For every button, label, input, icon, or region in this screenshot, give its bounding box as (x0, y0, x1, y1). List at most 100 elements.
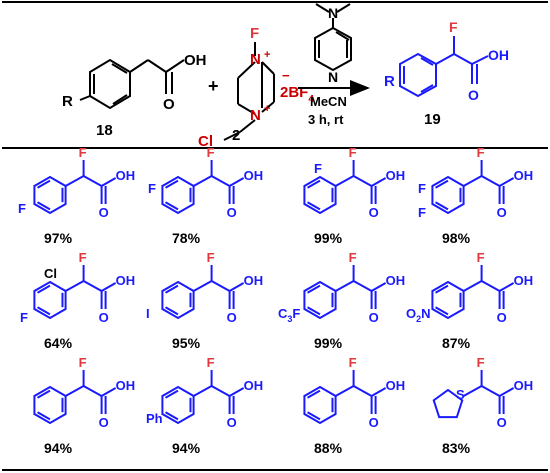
yield-label: 95% (172, 335, 201, 351)
substrate-cell: F OH O O2N 87% (406, 250, 533, 351)
carbonyl-oxygen: O (99, 310, 109, 325)
substituent-label-2: F (20, 310, 28, 325)
carbonyl-oxygen: O (227, 310, 237, 325)
hydroxyl: OH (116, 168, 136, 183)
carbonyl-oxygen: O (369, 415, 379, 430)
reagent-18 (79, 58, 185, 110)
alpha-fluorine: F (349, 145, 357, 160)
plus-sign: + (208, 76, 219, 96)
carbonyl-oxygen: O (227, 415, 237, 430)
substituent-label: F (314, 161, 322, 176)
hydroxyl: OH (514, 168, 534, 183)
hydroxyl: OH (514, 273, 534, 288)
substrate-skeleton (33, 265, 117, 320)
substrate-skeleton (33, 370, 117, 425)
hydroxyl: OH (116, 273, 136, 288)
alpha-fluorine: F (207, 250, 215, 265)
yield-label: 98% (442, 230, 471, 246)
substrate-skeleton (161, 370, 245, 425)
dmap-n-ring: N (328, 69, 338, 85)
reagent-2-cl: Cl (198, 133, 213, 150)
reagent-2 (223, 42, 275, 141)
yield-label: 94% (44, 440, 73, 456)
alpha-fluorine: F (207, 145, 215, 160)
substituent-label: I (146, 306, 150, 321)
substituent-label: F (418, 181, 426, 196)
yield-label: 87% (442, 335, 471, 351)
substituent-label: O2N (406, 306, 431, 324)
substrate-grid: FOHOF97%FOHOF78%FOHOF99%FOHOFF98%FOHOClF… (18, 145, 533, 456)
yield-label: 99% (314, 230, 343, 246)
substrate-skeleton (432, 370, 515, 419)
substituent-label: Cl (44, 266, 57, 281)
product-19 (399, 36, 489, 98)
substituent-label: C3F (278, 306, 300, 324)
hydroxyl: OH (386, 378, 406, 393)
substrate-skeleton (161, 265, 245, 320)
hydroxyl: OH (244, 168, 263, 183)
reagent-18-r: R (62, 93, 73, 110)
substrate-skeleton (431, 265, 515, 320)
substituent-label: S (456, 387, 465, 402)
hydroxyl: OH (116, 378, 136, 393)
substituent-label: Ph (146, 411, 163, 426)
dmap-n-me: N (328, 5, 338, 21)
alpha-fluorine: F (477, 145, 485, 160)
substrate-cell: F OH O F 99% (303, 145, 406, 246)
alpha-fluorine: F (79, 145, 87, 160)
yield-label: 78% (172, 230, 201, 246)
hydroxyl: OH (244, 273, 263, 288)
reagent-2-n-top: N (250, 51, 261, 68)
hydroxyl: OH (386, 273, 406, 288)
substrate-skeleton (303, 370, 387, 425)
hydroxyl: OH (244, 378, 263, 393)
carbonyl-oxygen: O (497, 310, 507, 325)
carbonyl-oxygen: O (369, 310, 379, 325)
counterion-charge: − (282, 68, 290, 83)
carbonyl-oxygen: O (227, 205, 237, 220)
reagent-18-o: O (163, 96, 175, 113)
reagent-2-plus-top: + (264, 49, 270, 61)
product-19-oh: OH (488, 47, 509, 63)
carbonyl-oxygen: O (497, 205, 507, 220)
alpha-fluorine: F (349, 355, 357, 370)
product-19-o: O (468, 87, 479, 103)
yield-label: 83% (442, 440, 471, 456)
substrate-cell: F OH O 94% (33, 355, 136, 456)
yield-label: 88% (314, 440, 343, 456)
conditions-time: 3 h, rt (308, 112, 344, 127)
alpha-fluorine: F (79, 355, 87, 370)
reagent-2-f: F (250, 25, 259, 42)
yield-label: 97% (44, 230, 73, 246)
alpha-fluorine: F (477, 250, 485, 265)
reagent-18-label: 18 (96, 122, 113, 139)
hydroxyl: OH (386, 168, 406, 183)
alpha-fluorine: F (79, 250, 87, 265)
dmap-catalyst (314, 3, 352, 72)
reagent-2-label: 2 (232, 127, 240, 144)
substrate-skeleton (303, 160, 387, 215)
reagent-2-plus-bot: + (264, 103, 270, 115)
carbonyl-oxygen: O (99, 205, 109, 220)
substrate-skeleton (33, 160, 117, 215)
yield-label: 94% (172, 440, 201, 456)
product-19-label: 19 (424, 111, 441, 128)
reagent-2-n-bot: N (250, 107, 261, 124)
product-19-f: F (449, 19, 458, 35)
conditions-solvent: MeCN (310, 94, 347, 109)
alpha-fluorine: F (349, 250, 357, 265)
substrate-cell: F OH O 88% (303, 355, 406, 456)
carbonyl-oxygen: O (99, 415, 109, 430)
carbonyl-oxygen: O (369, 205, 379, 220)
substituent-label-2: F (418, 205, 426, 220)
substrate-skeleton (161, 160, 245, 215)
alpha-fluorine: F (477, 355, 485, 370)
substrate-skeleton (303, 265, 387, 320)
